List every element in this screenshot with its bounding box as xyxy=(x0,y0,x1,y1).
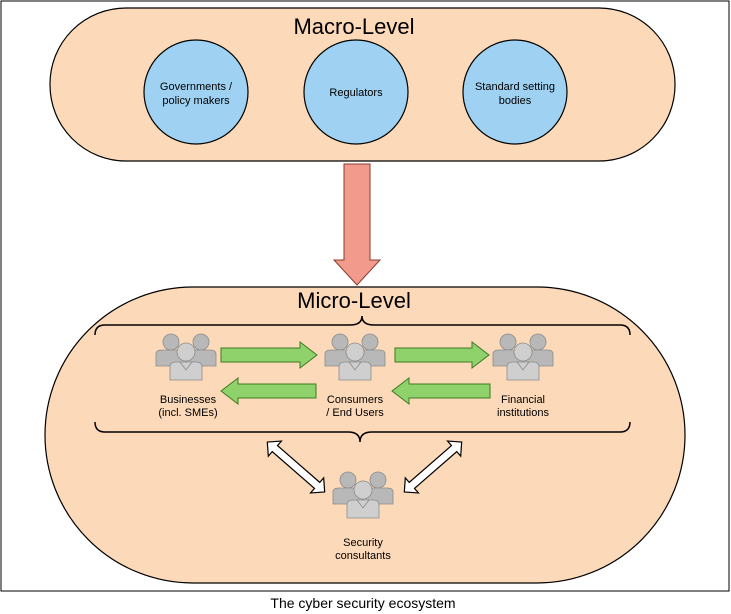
actor-label-line1: Standard setting xyxy=(475,81,555,93)
actor-label-line2: (incl. SMEs) xyxy=(158,407,217,419)
actor-label-line1: Security xyxy=(343,537,383,549)
bottom-brace xyxy=(94,421,631,443)
flow-arrow-consumers-to-businesses xyxy=(220,376,317,406)
actor-label-line2: consultants xyxy=(335,550,391,562)
actor-label-line2: institutions xyxy=(497,407,549,419)
actor-label-line1: Regulators xyxy=(329,87,383,99)
double-arrow-left xyxy=(266,440,326,494)
macro-level-title: Macro-Level xyxy=(293,14,414,39)
flow-arrow-financial-to-consumers xyxy=(391,376,491,406)
actor-financial-institutions: Financial institutions xyxy=(492,333,554,419)
top-brace xyxy=(94,315,631,336)
actor-label-line2: bodies xyxy=(499,95,532,107)
flow-arrow-consumers-to-financial xyxy=(394,340,490,370)
actor-label-line1: Financial xyxy=(501,394,545,406)
actor-governments: Governments / policy makers xyxy=(143,39,249,145)
figure-caption: The cyber security ecosystem xyxy=(270,595,455,611)
actor-regulators: Regulators xyxy=(303,39,409,145)
actor-businesses: Businesses (incl. SMEs) xyxy=(155,333,218,419)
actor-label-line1: Governments / xyxy=(160,81,233,93)
actor-standard-setting-bodies: Standard setting bodies xyxy=(462,39,568,145)
micro-level-title: Micro-Level xyxy=(297,288,411,313)
flow-arrow-businesses-to-consumers xyxy=(220,340,318,370)
actor-consumers: Consumers / End Users xyxy=(324,333,386,419)
actor-label-line1: Consumers xyxy=(327,394,384,406)
actor-label-line2: / End Users xyxy=(326,407,384,419)
macro-to-micro-arrow xyxy=(332,163,382,286)
actor-security-consultants: Security consultants xyxy=(332,471,394,562)
double-arrow-right xyxy=(403,440,463,494)
actor-label-line2: policy makers xyxy=(162,95,230,107)
actor-label-line1: Businesses xyxy=(160,394,217,406)
